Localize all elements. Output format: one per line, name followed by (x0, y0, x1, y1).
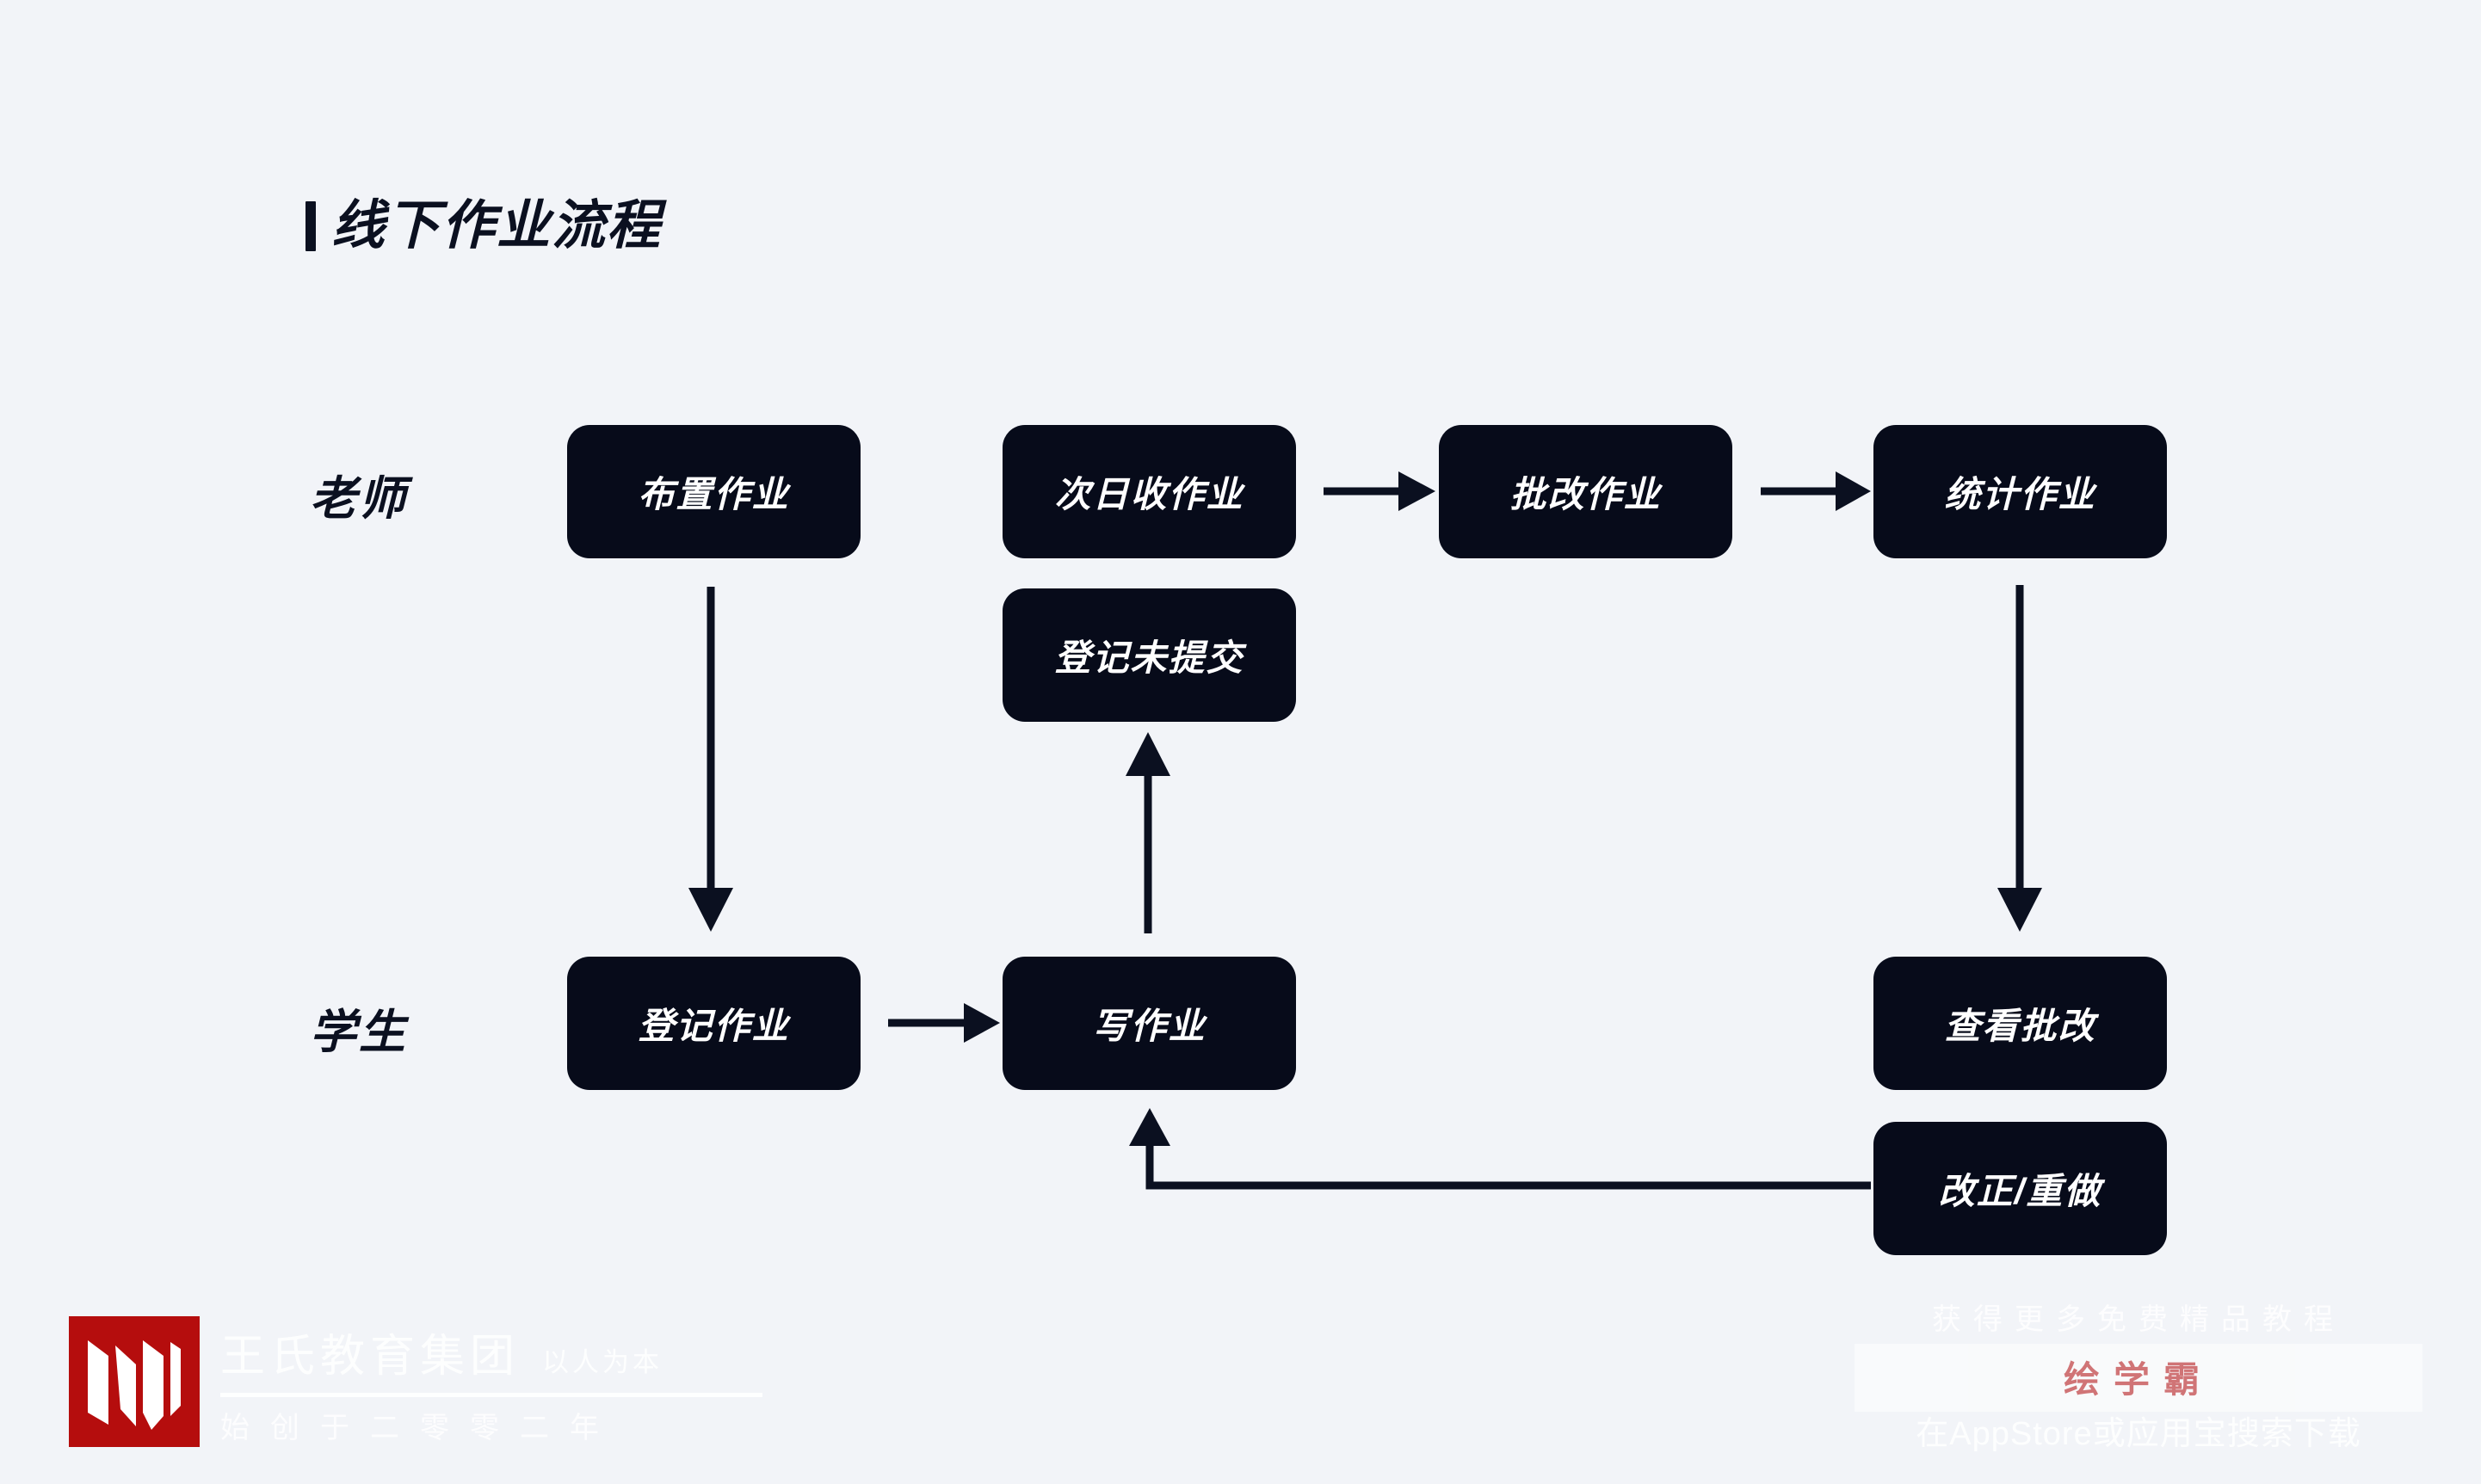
node-collect-next-day[interactable]: 次日收作业 (1003, 425, 1296, 558)
brand-divider (220, 1393, 762, 1397)
node-grade-homework[interactable]: 批改作业 (1439, 425, 1732, 558)
promo-headline: 获得更多免费精品教程 (1932, 1303, 2345, 1336)
edge-grade-to-stats (1761, 471, 1871, 511)
brand-watermark: 王氏教育集团 以人为本 始创于二零零二年 (69, 1316, 762, 1447)
brand-name: 王氏教育集团 (220, 1332, 521, 1382)
node-assign-homework[interactable]: 布置作业 (567, 425, 861, 558)
node-homework-statistics[interactable]: 统计作业 (1873, 425, 2167, 558)
brand-copy: 王氏教育集团 以人为本 始创于二零零二年 (220, 1316, 762, 1446)
node-view-corrections[interactable]: 查看批改 (1873, 957, 2167, 1090)
w-monogram-icon (69, 1316, 200, 1447)
promo-watermark: 获得更多免费精品教程 绘学霸 在AppStore或应用宝搜索下载 (1855, 1301, 2422, 1455)
brand-slogan: 以人为本 (542, 1347, 663, 1377)
page-title: 线下作业流程 (305, 200, 662, 253)
node-correct-or-redo[interactable]: 改正/重做 (1873, 1122, 2167, 1255)
edge-collect-to-grade (1324, 471, 1435, 511)
page-title-text: 线下作业流程 (331, 196, 663, 256)
edge-assign-to-record (688, 587, 733, 932)
title-accent-bar (305, 201, 316, 251)
promo-brand-plate: 绘学霸 (1855, 1344, 2422, 1413)
brand-founded-text: 始创于二零零二年 (220, 1412, 620, 1444)
edge-dohw-to-unsubmit (1126, 732, 1170, 933)
edge-redo-to-dohw (1129, 1108, 1871, 1190)
node-log-unsubmitted[interactable]: 登记未提交 (1003, 588, 1296, 722)
lane-label-teacher: 老师 (310, 473, 408, 525)
lane-label-student: 学生 (310, 1007, 408, 1058)
promo-subline: 在AppStore或应用宝搜索下载 (1916, 1416, 2361, 1453)
edge-stats-to-review (1997, 585, 2042, 932)
edge-record-to-dohw (888, 1003, 1000, 1043)
node-do-homework[interactable]: 写作业 (1003, 957, 1296, 1090)
promo-brand-name: 绘学霸 (2063, 1359, 2213, 1401)
node-record-homework[interactable]: 登记作业 (567, 957, 861, 1090)
